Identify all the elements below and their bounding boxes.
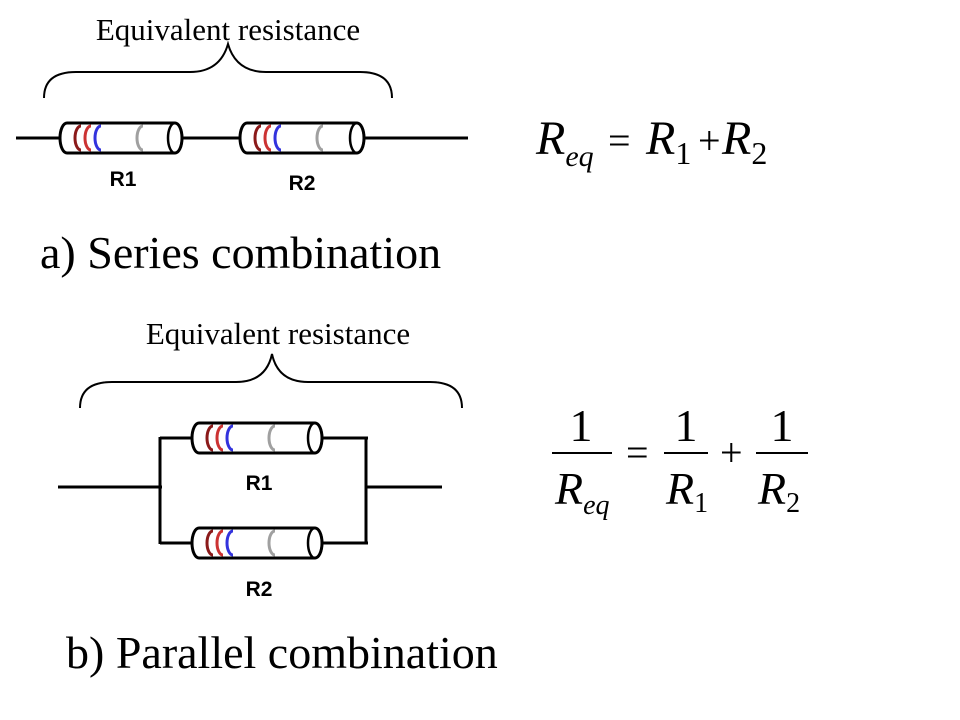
- parallel-resistor-r1-band-4: [267, 424, 276, 452]
- series-resistor-r1-label: R1: [110, 168, 137, 191]
- series-resistor-r1-band-2: [83, 124, 92, 152]
- parallel-formula-equals: =: [626, 430, 649, 475]
- parallel-formula: 1 Req = 1 R1 + 1 R2: [552, 400, 808, 521]
- series-resistor-r1-band-3: [93, 124, 102, 152]
- series-resistor-r2: [238, 121, 366, 155]
- parallel-formula-term2-numerator: 1: [771, 400, 794, 451]
- parallel-bracket-label: Equivalent resistance: [146, 316, 410, 351]
- series-formula-lhs: Req: [535, 112, 594, 173]
- series-resistor-r2-end-cap: [348, 121, 366, 155]
- series-circuit: R1 R2: [16, 121, 468, 195]
- series-caption: a) Series combination: [40, 227, 441, 278]
- series-formula: Req = R1 + R2: [535, 112, 767, 173]
- parallel-formula-lhs-denominator: Req: [554, 463, 610, 521]
- parallel-resistor-r2-band-4: [267, 529, 276, 557]
- parallel-section: Equivalent resistance R1 R2 1 Req =: [58, 316, 808, 678]
- parallel-formula-term2-denominator: R2: [757, 463, 800, 519]
- series-resistor-r1: [58, 121, 184, 155]
- parallel-circuit: R1 R2: [58, 421, 442, 601]
- parallel-resistor-r2-band-1: [205, 529, 214, 557]
- series-resistor-r2-label: R2: [289, 172, 316, 195]
- parallel-formula-term1-denominator: R1: [665, 463, 708, 519]
- parallel-resistor-r1-band-1: [205, 424, 214, 452]
- series-formula-term2: R2: [721, 112, 767, 171]
- parallel-resistor-r1: [190, 421, 324, 455]
- series-section: Equivalent resistance R1 R2 Req = R1 + R…: [16, 12, 767, 278]
- series-resistor-r1-band-1: [73, 124, 82, 152]
- series-resistor-r2-band-1: [253, 124, 262, 152]
- parallel-resistor-r2-end-cap: [306, 526, 324, 560]
- parallel-resistor-r1-band-3: [225, 424, 234, 452]
- series-formula-equals: =: [608, 118, 631, 163]
- series-resistor-r2-band-4: [315, 124, 324, 152]
- series-resistor-r1-end-cap: [166, 121, 184, 155]
- parallel-bracket: [79, 353, 463, 409]
- parallel-formula-term1-numerator: 1: [675, 400, 698, 451]
- parallel-resistor-r1-label: R1: [246, 472, 273, 495]
- series-resistor-r2-band-3: [273, 124, 282, 152]
- series-resistor-r2-band-2: [263, 124, 272, 152]
- parallel-resistor-r2: [190, 526, 324, 560]
- series-resistor-r1-band-4: [135, 124, 144, 152]
- parallel-caption: b) Parallel combination: [66, 627, 498, 678]
- parallel-resistor-r2-band-2: [215, 529, 224, 557]
- parallel-formula-lhs-numerator: 1: [570, 400, 593, 451]
- series-formula-term1: R1: [645, 112, 691, 171]
- parallel-resistor-r2-label: R2: [246, 578, 273, 601]
- parallel-resistor-r1-end-cap: [306, 421, 324, 455]
- series-formula-plus: +: [698, 118, 721, 163]
- parallel-formula-plus: +: [720, 430, 743, 475]
- parallel-resistor-r1-band-2: [215, 424, 224, 452]
- parallel-resistor-r2-band-3: [225, 529, 234, 557]
- series-bracket: [43, 40, 393, 99]
